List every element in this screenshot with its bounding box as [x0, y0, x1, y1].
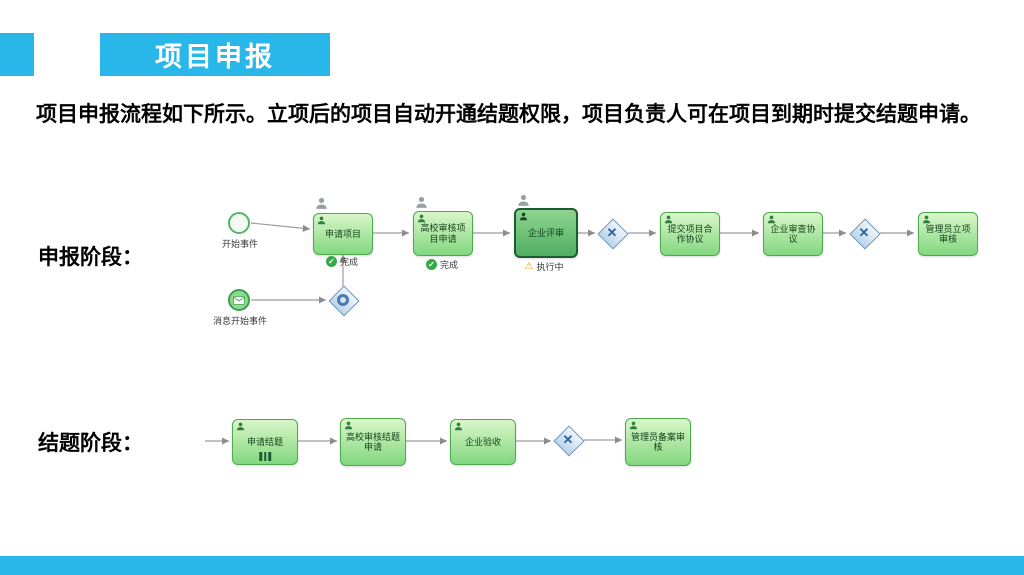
- task-label: 高校审核结题申请: [345, 431, 400, 452]
- accent-block: [0, 33, 34, 76]
- check-icon: ✓: [425, 259, 437, 270]
- task-label: 提交项目合作协议: [667, 223, 713, 244]
- exclusive-gateway-2[interactable]: ✕: [849, 218, 881, 250]
- task-label: 高校审核项目申请: [420, 223, 466, 244]
- task-admin-approval[interactable]: 管理员立项审核: [918, 212, 978, 256]
- stage2-label: 结题阶段：: [38, 432, 143, 455]
- task-submit-cooperation-agreement[interactable]: 提交项目合作协议: [660, 212, 720, 256]
- status-text: 执行中: [536, 262, 564, 272]
- bottom-accent-bar: [0, 556, 1024, 575]
- task-enterprise-review[interactable]: 企业评审: [514, 208, 578, 258]
- exclusive-gateway-icon: ✕: [858, 225, 870, 240]
- task-label: 管理员立项审核: [925, 223, 971, 244]
- title-banner: 项目申报: [100, 33, 330, 76]
- task-label: 企业审查协议: [770, 223, 816, 244]
- exclusive-gateway-3[interactable]: ✕: [553, 425, 585, 457]
- user-task-icon: [922, 215, 931, 224]
- task-status-row: ✓ 完成: [313, 255, 371, 268]
- user-task-icon: [344, 421, 353, 430]
- task-admin-record-review[interactable]: 管理员备案审核: [625, 418, 691, 466]
- status-text: 完成: [439, 260, 458, 270]
- message-start-event[interactable]: [228, 289, 250, 311]
- stage1-label: 申报阶段：: [38, 246, 143, 269]
- envelope-icon: [233, 295, 245, 305]
- task-enterprise-review-agreement[interactable]: 企业审查协议: [763, 212, 823, 256]
- inclusive-gateway-icon: [337, 294, 349, 306]
- task-apply-project[interactable]: 申请项目: [313, 213, 373, 255]
- task-label: 申请结题: [246, 436, 283, 447]
- intro-text: 项目申报流程如下所示。立项后的项目自动开通结题权限，项目负责人可在项目到期时提交…: [36, 103, 981, 126]
- task-label: 管理员备案审核: [630, 431, 685, 452]
- exclusive-gateway-icon: ✕: [606, 225, 618, 240]
- assignee-icon: [316, 197, 327, 209]
- inclusive-gateway[interactable]: [328, 285, 360, 317]
- task-label: 企业验收: [464, 436, 501, 447]
- assignee-icon: [416, 196, 427, 208]
- task-label: 企业评审: [527, 227, 564, 238]
- task-university-review-application[interactable]: 高校审核项目申请: [413, 211, 473, 256]
- user-task-icon: [629, 421, 638, 430]
- page-title: 项目申报: [155, 42, 275, 72]
- assignee-icon: [518, 194, 529, 206]
- warning-icon: ⚠: [524, 260, 534, 272]
- user-task-icon: [236, 422, 245, 431]
- exclusive-gateway-icon: ✕: [562, 432, 574, 447]
- message-start-event-label: 消息开始事件: [212, 316, 267, 326]
- check-icon: ✓: [325, 256, 337, 267]
- task-label: 申请项目: [324, 228, 361, 239]
- user-task-icon: [454, 422, 463, 431]
- user-task-icon: [317, 216, 326, 225]
- task-apply-conclusion[interactable]: 申请结题: [232, 419, 298, 465]
- exclusive-gateway-1[interactable]: ✕: [597, 218, 629, 250]
- user-task-icon: [767, 215, 776, 224]
- user-task-icon: [664, 215, 673, 224]
- task-status-row: ⚠ 执行中: [514, 260, 574, 273]
- multi-instance-marker: [259, 452, 271, 461]
- task-status-row: ✓ 完成: [413, 258, 471, 271]
- user-task-icon: [417, 214, 426, 223]
- status-text: 完成: [339, 257, 358, 267]
- task-enterprise-acceptance[interactable]: 企业验收: [450, 419, 516, 465]
- task-university-review-conclusion[interactable]: 高校审核结题申请: [340, 418, 406, 466]
- start-event-label: 开始事件: [221, 239, 258, 249]
- start-event[interactable]: [228, 212, 250, 234]
- user-task-icon: [519, 212, 528, 221]
